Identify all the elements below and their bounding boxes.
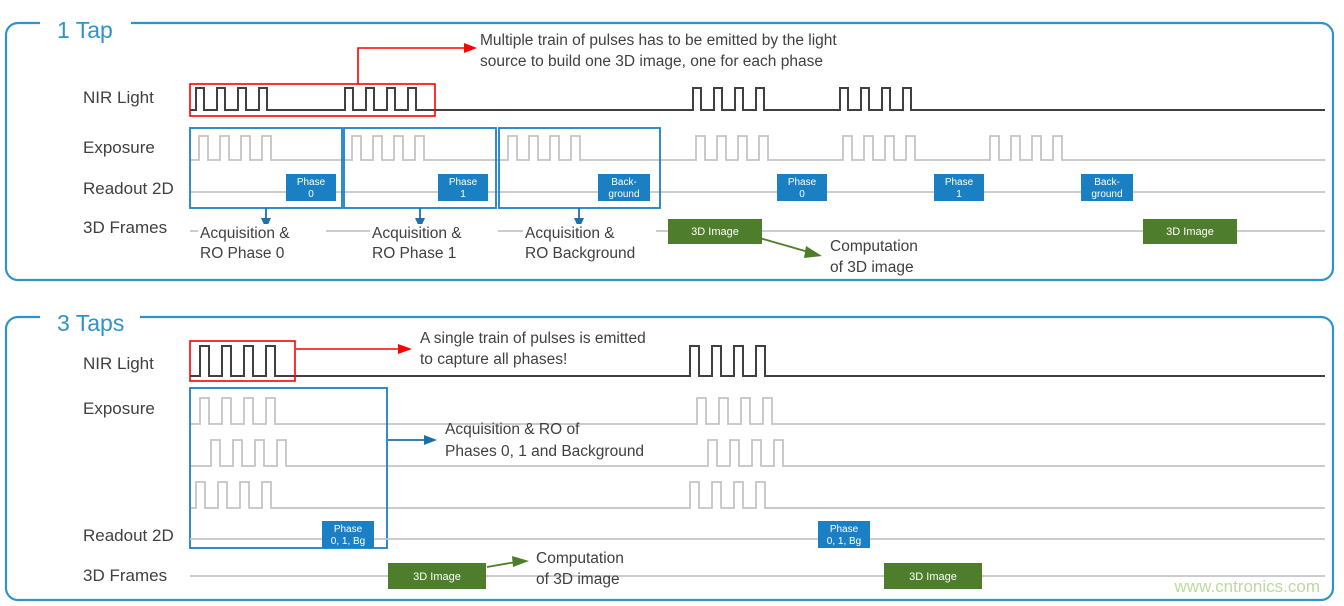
readout-box-3: Phase 0	[777, 174, 827, 201]
exposure-trace-tap1	[190, 439, 1325, 467]
acquisition-label-2-line2: RO Background	[525, 245, 635, 262]
panel-three-taps-border	[4, 315, 1335, 602]
acquisition-label-0-line2: RO Phase 0	[200, 245, 285, 262]
row-label-3d-frames-3t: 3D Frames	[83, 566, 167, 585]
readout-box-3-line1: Phase	[788, 177, 817, 188]
nir-light-trace-three-taps	[190, 345, 1325, 377]
exposure-trace-one-tap	[190, 135, 1325, 161]
exposure-trace-tap-bg	[190, 481, 1325, 509]
row-label-exposure: Exposure	[83, 138, 155, 157]
computation-note-three-taps-line1: Computation	[536, 550, 624, 567]
readout-box-0-three-taps: Phase 0, 1, Bg	[322, 521, 374, 548]
computation-arrow-one-tap	[755, 236, 822, 258]
computation-note-three-taps-line2: of 3D image	[536, 571, 620, 588]
readout-box-2: Back- ground	[598, 174, 650, 201]
readout-box-0-line2: 0	[308, 189, 314, 200]
readout-box-3-line2: 0	[799, 189, 805, 200]
panel-one-tap-border	[4, 21, 1335, 282]
frame-box-1-three-taps-label: 3D Image	[909, 571, 957, 583]
row-label-nir-light: NIR Light	[83, 88, 154, 107]
red-callout-arrow-three-taps	[296, 344, 412, 354]
readout-box-4-line2: 1	[956, 189, 962, 200]
computation-arrow-three-taps	[486, 556, 529, 568]
acquisition-label-1: Acquisition & RO Phase 1	[370, 224, 498, 262]
frame-box-0-label: 3D Image	[691, 226, 739, 238]
acquisition-down-arrows-one-tap	[261, 208, 584, 229]
nir-highlight-box-three-taps	[189, 340, 296, 382]
acquisition-note-three-taps-line1: Acquisition & RO of	[445, 421, 580, 438]
readout-box-5-line1: Back-	[1094, 177, 1120, 188]
acquisition-label-2-line1: Acquisition &	[525, 225, 615, 242]
frame-box-0-three-taps: 3D Image	[388, 563, 486, 589]
exposure-trace-tap0	[190, 397, 1325, 425]
acquisition-arrow-three-taps	[388, 435, 437, 445]
readout-box-1-three-taps-line2: 0, 1, Bg	[827, 536, 861, 547]
nir-light-trace-one-tap	[190, 87, 1325, 111]
annotation-three-taps-line1: A single train of pulses is emitted	[420, 330, 646, 347]
red-callout-arrow-one-tap	[357, 43, 477, 84]
nir-highlight-box-one-tap	[189, 83, 436, 117]
watermark: www.cntronics.com	[1174, 577, 1320, 596]
readout-box-1-line1: Phase	[449, 177, 478, 188]
readout-box-0: Phase 0	[286, 174, 336, 201]
annotation-one-tap-line1: Multiple train of pulses has to be emitt…	[480, 32, 837, 49]
readout-box-4: Phase 1	[934, 174, 984, 201]
acquisition-label-0-line1: Acquisition &	[200, 225, 290, 242]
panel-three-taps: 3 Taps NIR Light Exposure Readout 2D 3D …	[4, 310, 1335, 602]
frame-box-0-one-tap: 3D Image	[668, 219, 762, 244]
readout-box-5-line2: ground	[1091, 189, 1122, 200]
row-label-readout-2d-3t: Readout 2D	[83, 526, 174, 545]
acquisition-label-1-line1: Acquisition &	[372, 225, 462, 242]
annotation-three-taps-line2: to capture all phases!	[420, 351, 567, 368]
panel-three-taps-title: 3 Taps	[57, 310, 124, 336]
acquisition-label-1-line2: RO Phase 1	[372, 245, 456, 262]
readout-box-2-line2: ground	[608, 189, 639, 200]
frame-box-1-one-tap: 3D Image	[1143, 219, 1237, 244]
row-label-readout-2d: Readout 2D	[83, 179, 174, 198]
acquisition-note-three-taps-line2: Phases 0, 1 and Background	[445, 443, 644, 460]
acquisition-label-0: Acquisition & RO Phase 0	[198, 224, 326, 262]
readout-box-0-three-taps-line2: 0, 1, Bg	[331, 536, 365, 547]
frame-box-1-label: 3D Image	[1166, 226, 1214, 238]
frame-box-1-three-taps: 3D Image	[884, 563, 982, 589]
readout-box-5: Back- ground	[1081, 174, 1133, 201]
readout-box-1: Phase 1	[438, 174, 488, 201]
readout-box-0-line1: Phase	[297, 177, 326, 188]
computation-note-one-tap-line2: of 3D image	[830, 259, 914, 276]
panel-one-tap-title: 1 Tap	[57, 17, 113, 43]
readout-box-1-three-taps-line1: Phase	[830, 524, 859, 535]
annotation-one-tap-line2: source to build one 3D image, one for ea…	[480, 53, 823, 70]
readout-box-0-three-taps-line1: Phase	[334, 524, 363, 535]
readout-box-4-line1: Phase	[945, 177, 974, 188]
panel-one-tap: 1 Tap NIR Light Exposure Readout 2D 3D F…	[4, 17, 1335, 282]
frame-box-0-three-taps-label: 3D Image	[413, 571, 461, 583]
computation-note-one-tap-line1: Computation	[830, 238, 918, 255]
acquisition-label-2: Acquisition & RO Background	[523, 224, 656, 262]
acquisition-window-box-three-taps	[189, 387, 388, 549]
readout-box-1-three-taps: Phase 0, 1, Bg	[818, 521, 870, 548]
readout-box-1-line2: 1	[460, 189, 466, 200]
row-label-exposure-3t: Exposure	[83, 399, 155, 418]
readout-box-2-line1: Back-	[611, 177, 637, 188]
row-label-nir-light-3t: NIR Light	[83, 354, 154, 373]
row-label-3d-frames: 3D Frames	[83, 218, 167, 237]
